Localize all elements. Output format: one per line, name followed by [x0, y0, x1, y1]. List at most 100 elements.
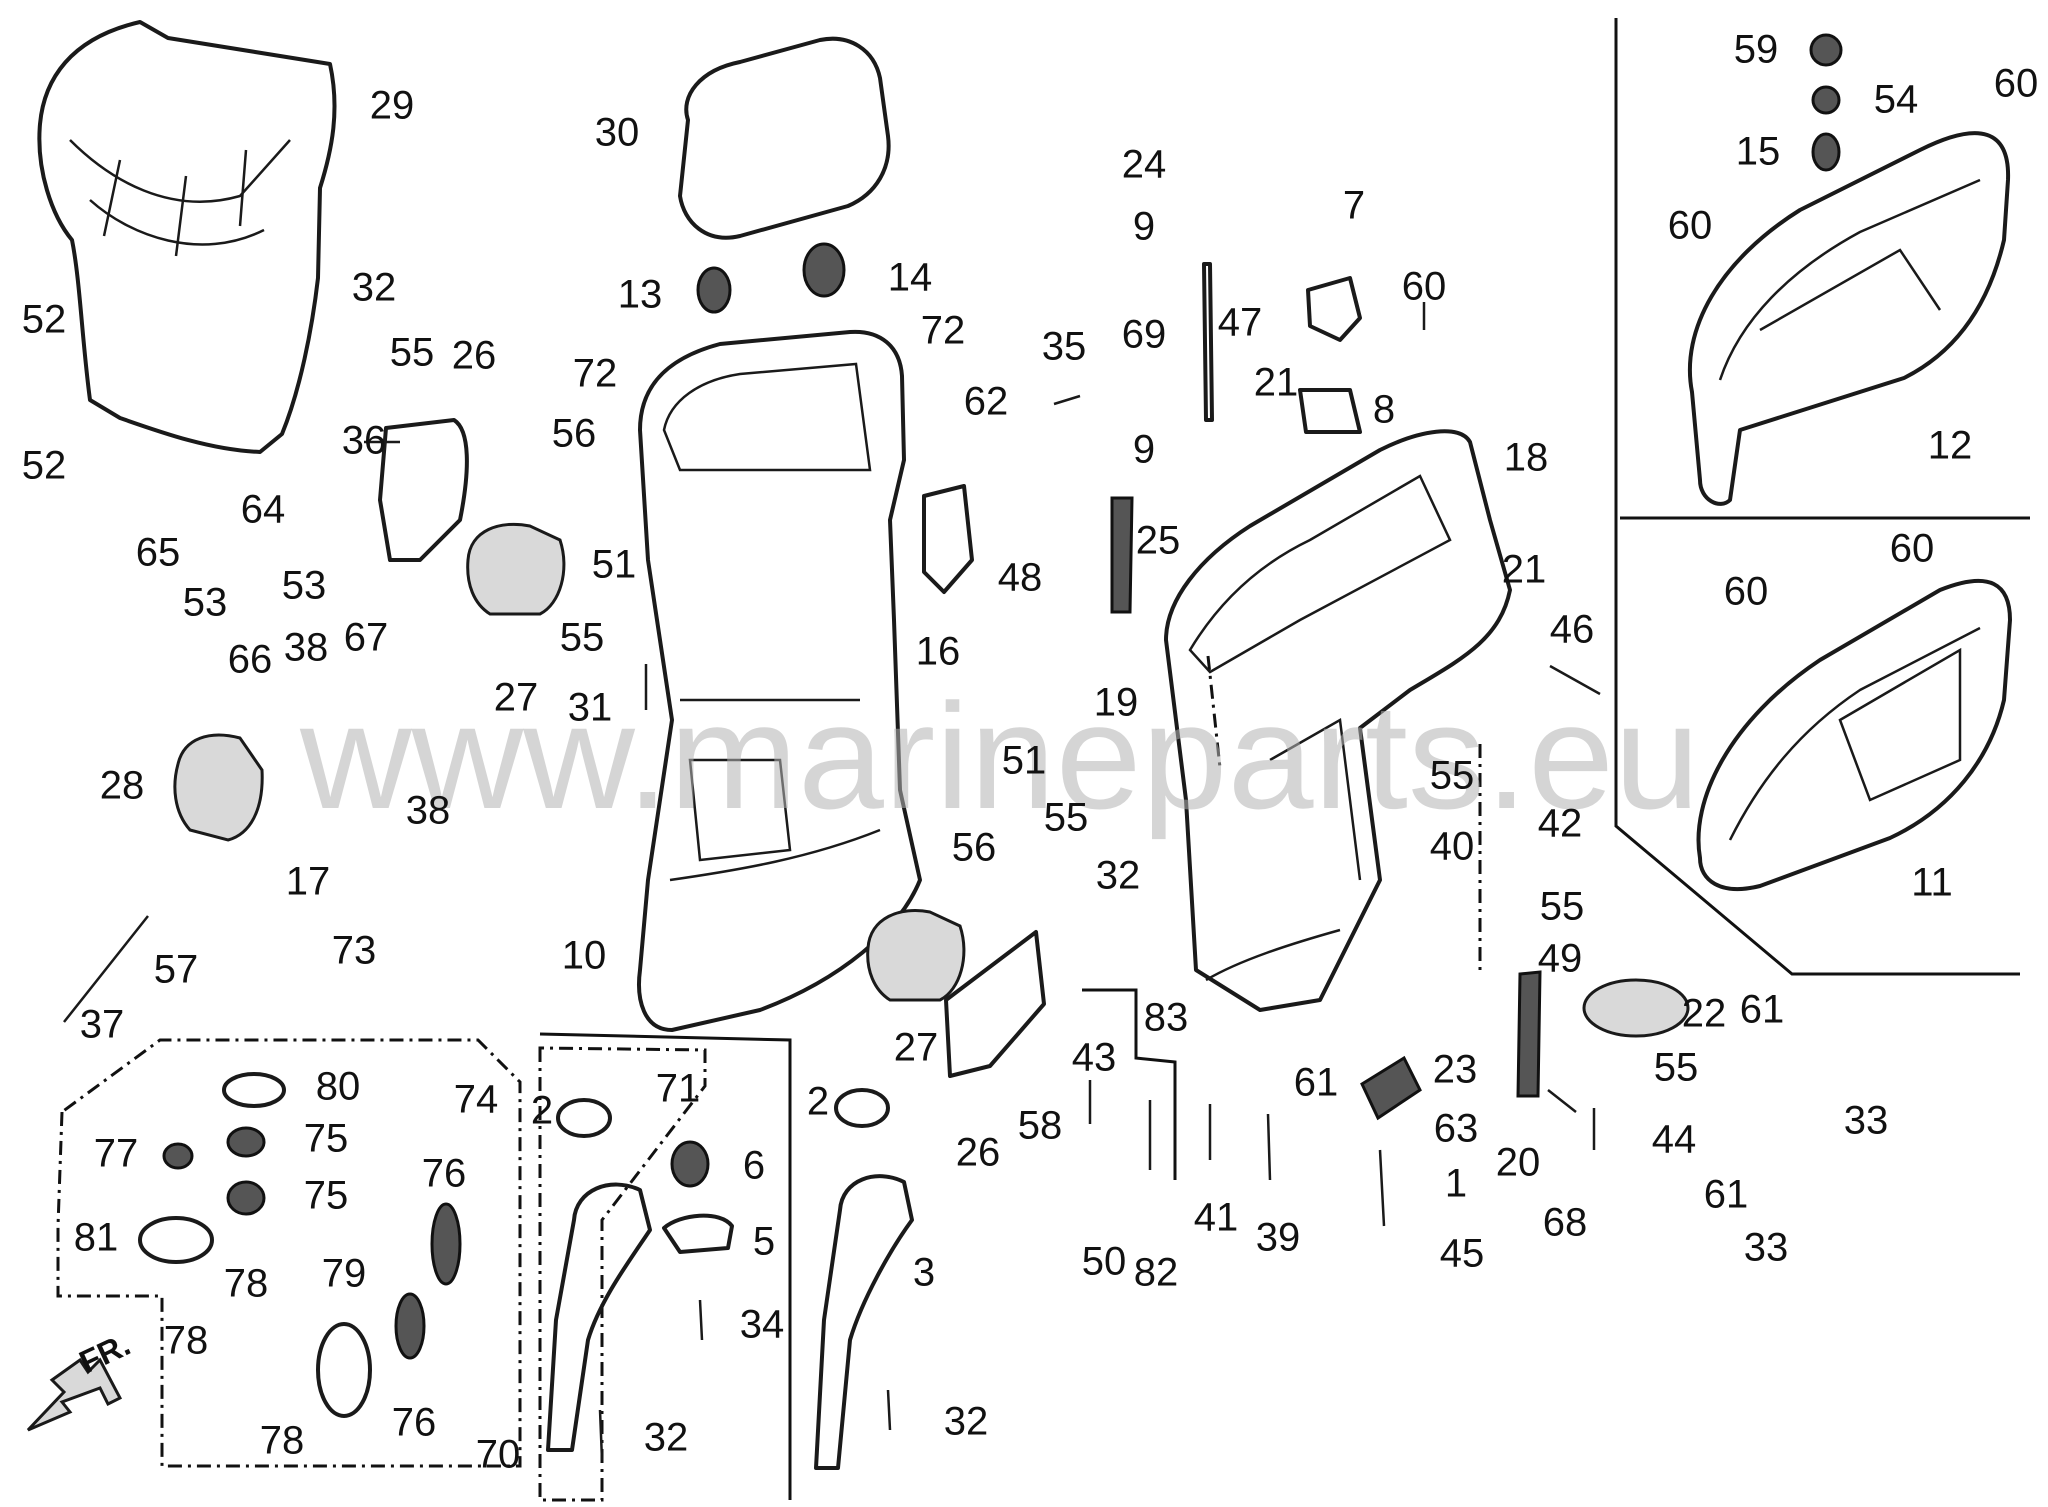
callout-number: 3 — [913, 1251, 935, 1295]
callout-number: 27 — [494, 676, 539, 720]
callout-55: 55 — [1540, 885, 1585, 929]
callout-53: 53 — [282, 564, 327, 608]
callout-24: 24 — [1122, 143, 1167, 187]
extension-case-10 — [637, 329, 922, 1032]
callout-number: 9 — [1133, 205, 1155, 249]
callout-42: 42 — [1538, 802, 1583, 846]
callout-44: 44 — [1652, 1118, 1697, 1162]
callout-number: 2 — [531, 1089, 553, 1133]
callout-28: 28 — [100, 764, 145, 808]
callout-number: 55 — [390, 331, 435, 375]
callout-number: 46 — [1550, 608, 1595, 652]
callout-number: 60 — [1994, 62, 2039, 106]
callout-number: 59 — [1734, 28, 1779, 72]
callout-number: 45 — [1440, 1232, 1485, 1276]
callout-21: 21 — [1502, 548, 1547, 592]
callout-number: 50 — [1082, 1240, 1127, 1284]
callout-76: 76 — [422, 1152, 467, 1196]
callout-40: 40 — [1430, 825, 1475, 869]
callout-9: 9 — [1133, 205, 1155, 249]
callout-number: 20 — [1496, 1141, 1541, 1185]
callout-46: 46 — [1550, 608, 1595, 652]
callout-number: 29 — [370, 84, 415, 128]
callout-number: 30 — [595, 111, 640, 155]
callout-number: 51 — [592, 543, 637, 587]
watermark: www.marineparts.eu — [299, 672, 1700, 840]
callout-20: 20 — [1496, 1141, 1541, 1185]
callout-number: 7 — [1343, 184, 1365, 228]
callout-69: 69 — [1122, 313, 1167, 357]
callout-number: 23 — [1433, 1048, 1478, 1092]
callout-70: 70 — [476, 1433, 521, 1477]
callout-32: 32 — [352, 266, 397, 310]
callout-number: 75 — [304, 1174, 349, 1218]
callout-number: 60 — [1668, 204, 1713, 248]
callout-57: 57 — [154, 948, 199, 992]
group-frames — [56, 18, 2030, 1502]
callout-number: 60 — [1890, 527, 1935, 571]
callout-number: 67 — [344, 616, 389, 660]
callout-27: 27 — [494, 676, 539, 720]
lower-cover-29 — [37, 20, 337, 454]
callout-number: 74 — [454, 1078, 499, 1122]
callout-60: 60 — [1994, 62, 2039, 106]
callout-number: 61 — [1704, 1173, 1749, 1217]
callout-number: 31 — [568, 686, 613, 730]
callout-number: 34 — [740, 1303, 785, 1347]
callout-55: 55 — [560, 616, 605, 660]
callout-23: 23 — [1433, 1048, 1478, 1092]
callout-number: 71 — [656, 1067, 701, 1111]
callout-79: 79 — [322, 1252, 367, 1296]
callout-63: 63 — [1434, 1107, 1479, 1151]
callout-number: 25 — [1136, 519, 1181, 563]
extension-case-18 — [1164, 429, 1512, 1012]
callout-15: 15 — [1736, 130, 1781, 174]
callout-number: 63 — [1434, 1107, 1479, 1151]
callout-number: 12 — [1928, 424, 1973, 468]
callout-60: 60 — [1402, 265, 1447, 309]
callout-number: 80 — [316, 1065, 361, 1109]
callout-number: 55 — [1540, 885, 1585, 929]
callout-14: 14 — [888, 256, 933, 300]
callout-61: 61 — [1294, 1061, 1339, 1105]
callout-number: 44 — [1652, 1118, 1697, 1162]
callout-26: 26 — [956, 1131, 1001, 1175]
callout-number: 73 — [332, 929, 377, 973]
callout-61: 61 — [1740, 988, 1785, 1032]
callout-55: 55 — [1654, 1046, 1699, 1090]
callout-number: 28 — [100, 764, 145, 808]
callout-47: 47 — [1218, 301, 1263, 345]
callout-41: 41 — [1194, 1196, 1239, 1240]
callout-number: 61 — [1294, 1061, 1339, 1105]
callout-21: 21 — [1254, 361, 1299, 405]
callout-61: 61 — [1704, 1173, 1749, 1217]
callout-number: 70 — [476, 1433, 521, 1477]
callout-2: 2 — [531, 1089, 553, 1133]
callout-58: 58 — [1018, 1104, 1063, 1148]
callout-number: 15 — [1736, 130, 1781, 174]
callout-68: 68 — [1543, 1201, 1588, 1245]
callout-52: 52 — [22, 298, 67, 342]
callout-number: 68 — [1543, 1201, 1588, 1245]
callout-number: 38 — [406, 789, 451, 833]
callout-number: 22 — [1682, 992, 1727, 1036]
callout-number: 53 — [282, 564, 327, 608]
callout-32: 32 — [944, 1400, 989, 1444]
callout-number: 60 — [1402, 265, 1447, 309]
callout-number: 55 — [1430, 754, 1475, 798]
callout-78: 78 — [164, 1319, 209, 1363]
callout-number: 39 — [1256, 1216, 1301, 1260]
callout-number: 62 — [964, 380, 1009, 424]
callout-number: 43 — [1072, 1036, 1117, 1080]
callout-number: 72 — [921, 309, 966, 353]
callout-18: 18 — [1504, 436, 1549, 480]
callout-43: 43 — [1072, 1036, 1117, 1080]
callout-36: 36 — [342, 419, 387, 463]
callout-38: 38 — [284, 626, 329, 670]
callout-10: 10 — [562, 934, 607, 978]
callout-number: 27 — [894, 1026, 939, 1070]
callout-number: 42 — [1538, 802, 1583, 846]
callout-35: 35 — [1042, 325, 1087, 369]
callout-72: 72 — [573, 352, 618, 396]
